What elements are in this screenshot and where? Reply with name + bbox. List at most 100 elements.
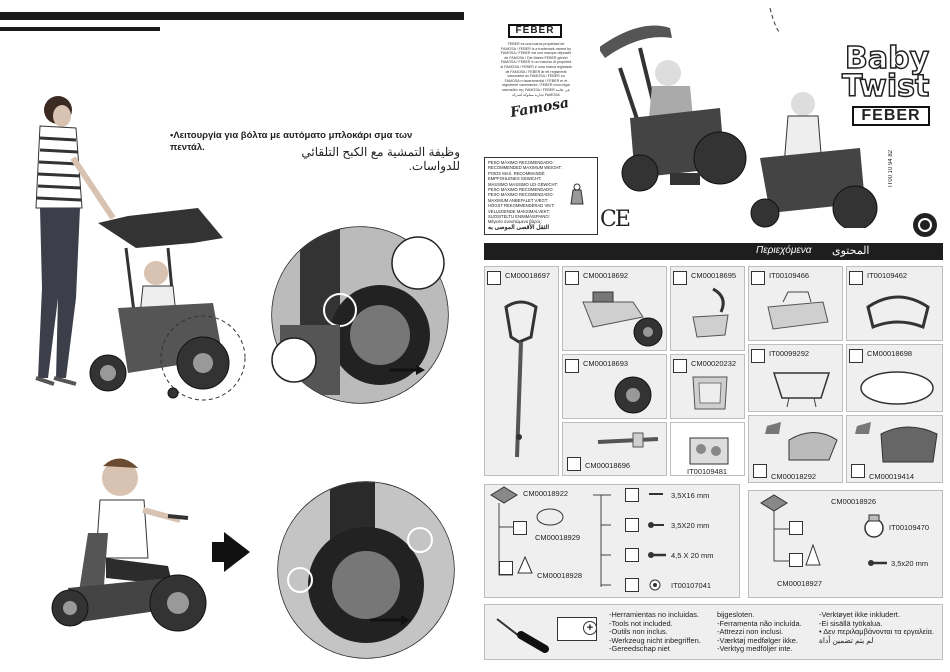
tools-note: -Attrezzi non inclusi. [717,627,784,637]
part-code: CM00018698 [867,349,913,358]
hardware-checkbox[interactable] [625,548,639,562]
part-checkbox[interactable] [751,349,765,363]
hardware-code: 3,5X16 mm [671,491,710,500]
part-checkbox[interactable] [751,271,765,285]
contents-title-arabic: المحتوى [832,245,870,257]
hardware-checkbox[interactable] [625,578,639,592]
tools-note: -Gereedschap niet [609,644,670,654]
hardware-code: IT00107041 [671,581,712,590]
bag-code: CM00018926 [831,497,877,506]
part-code: IT00099292 [769,349,810,358]
handlebar-part [597,432,659,448]
part-code: IT00109462 [867,271,908,280]
part-checkbox[interactable] [565,271,579,285]
step-arrow-icon [224,532,250,572]
part-card: CM00018695 [670,266,745,351]
part-code: CM00019414 [869,472,915,481]
weight-line: RECOMMENDED MAXIMUM WEIGHT: [488,165,562,171]
recycle-icon [913,213,937,237]
weight-line: PESO MÁXIMO RECOMENDADO: [488,160,554,165]
part-checkbox[interactable] [567,457,581,471]
brand-notice: FEBER es una marca propiedad de FAMOSA /… [500,42,572,97]
weight-label-box: PESO MÁXIMO RECOMENDADO: RECOMMENDED MAX… [484,157,598,235]
tools-col1: -Herramientas no incluidas. -Tools not i… [609,610,701,654]
wheel-clip-part [805,543,821,566]
hardware-bag-icon [760,494,788,512]
part-card: CM00018697 [484,266,559,476]
part-checkbox[interactable] [565,359,579,373]
part-card: IT00099292 [748,344,843,412]
axle-cap-part [517,555,533,574]
rear-wheel-part [614,376,652,414]
hardware-checkbox[interactable] [625,488,639,502]
seat-cushion-part [692,376,728,410]
part-checkbox[interactable] [851,464,865,478]
part-card: CM00018693 [562,354,667,419]
tools-note: -Verktyg medföljer inte. [717,644,793,654]
product-photo-trike-stages [600,8,878,228]
weight-line: VELLEDENDE MAKSIMALVEKT: [488,208,550,214]
hardware-checkbox[interactable] [625,518,639,532]
part-checkbox[interactable] [849,271,863,285]
header-subbar [0,27,160,31]
tools-note: • Δεν περιλαμβάνονται τα εργαλεία. [819,627,934,637]
hardware-tree-lines [498,494,611,587]
part-checkbox[interactable] [487,271,501,285]
woman-pushing-trike-illustration [35,96,246,401]
contents-title-greek: Περιεχόμενα [756,245,812,256]
basket-part [772,372,831,408]
part-code: IT00109481 [687,467,728,476]
part-card: CM00018692 [562,266,667,351]
seat-tray-part [860,371,934,405]
part-code: CM00018696 [585,461,631,470]
part-checkbox[interactable] [849,349,863,363]
caster-wheel-part [864,514,884,538]
weight-line: EMPFOHLENES GEWICHT: [488,176,542,182]
tools-panel: + -Herramientas no incluidas. -Tools not… [484,604,943,660]
tools-note: -Werkzeug nicht inbegriffen. [609,635,701,645]
washer-icon [649,579,661,591]
part-checkbox[interactable] [673,271,687,285]
weight-line: HÖGST REKOMMENDERAD VIKT: [488,203,555,209]
seat-cover-part [855,422,938,463]
tools-note: -Værktøj medfølger ikke. [717,635,798,645]
tools-note: -Ei sisällä työkalua. [819,618,883,628]
reference-code: IT00 10 94 82 [888,150,894,188]
product-brand-logo: FEBER [852,106,930,126]
part-card: CM00018292 [748,415,843,483]
part-checkbox[interactable] [673,359,687,373]
footrest-part [692,287,729,338]
part-code: CM00018695 [691,271,737,280]
weight-line: PESO MÁXIMO RECOMENDADO: [488,187,554,193]
weight-line: Μέγιστο συνιστώμενο βάρος: [488,219,542,225]
hardware-bag-icon [490,486,518,504]
hardware-code: 3,5x20 mm [891,559,929,568]
hardware-checkbox[interactable] [499,561,513,575]
famosa-logo: Famosa [509,94,571,122]
part-card: CM00018698 [846,344,943,412]
weight-line: SUOSITELTU ENIMMÄISPAINO: [488,214,550,220]
part-card: CM00018696 [562,422,667,476]
hardware-checkbox[interactable] [513,521,527,535]
tools-col3: -Verktøyet ikke inkludert. -Ei sisällä t… [819,610,934,645]
hardware-panel-right: CM00018926 IT00109470 3,5x20 mm CM000189… [748,490,943,598]
part-card: IT00109481 [670,422,745,476]
part-card: IT00109466 [748,266,843,341]
push-handle-part [504,300,538,458]
part-code: IT00109466 [769,271,810,280]
hardware-checkbox[interactable] [789,553,803,567]
part-code: CM00018292 [771,472,817,481]
part-card: CM00019414 [846,415,943,483]
part-checkbox[interactable] [753,464,767,478]
hardware-checkbox[interactable] [789,521,803,535]
sticker-sheet-part [689,437,729,465]
tools-note: -Herramientas no incluidas. [609,610,699,619]
ce-mark: CE [600,207,631,232]
part-code: CM00018693 [583,359,629,368]
front-fork-part [582,291,663,347]
part-card: CM00020232 [670,354,745,419]
safety-ring-part [866,295,930,330]
weight-icon [570,183,584,205]
pedal-brake-detail-circle [271,226,449,404]
seat-base-part [767,291,829,330]
